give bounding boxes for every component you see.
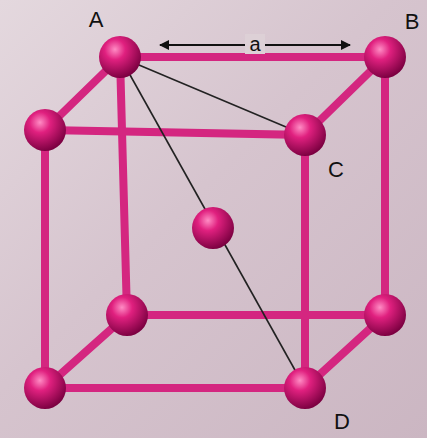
cube-edges — [45, 57, 385, 388]
point-label: B — [405, 11, 420, 33]
dimension-label: a — [245, 34, 264, 54]
point-label: D — [334, 411, 350, 433]
point-label: C — [328, 159, 344, 181]
point-label: A — [89, 9, 104, 31]
atoms — [24, 36, 406, 409]
diagonals — [120, 57, 305, 388]
